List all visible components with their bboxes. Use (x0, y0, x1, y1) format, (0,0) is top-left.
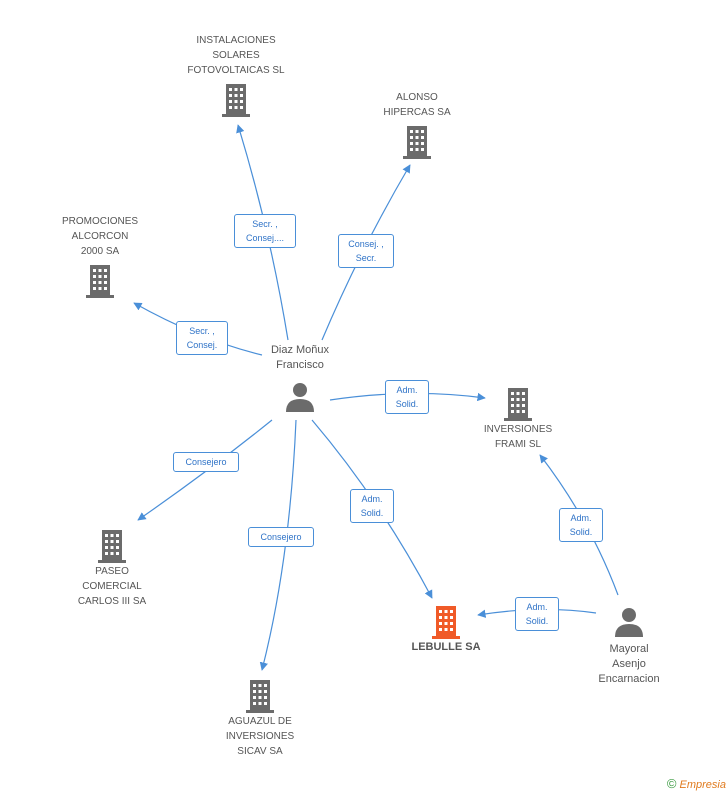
node-label: INVERSIONES FRAMI SL (483, 424, 553, 450)
node-inversiones-frami[interactable]: INVERSIONES FRAMI SL (468, 386, 568, 452)
node-label: PASEO COMERCIAL CARLOS III SA (77, 566, 147, 607)
brand-logo[interactable]: Empresia (679, 779, 726, 791)
node-aguazul-inversiones[interactable]: AGUAZUL DE INVERSIONES SICAV SA (205, 678, 315, 759)
node-lebulle[interactable]: LEBULLE SA (396, 604, 496, 655)
person-icon (615, 608, 643, 637)
person-icon (286, 383, 314, 412)
edge-badge-mayoral-lebulle[interactable]: Adm. Solid. (515, 597, 559, 631)
node-mayoral-asenjo-encarnacion[interactable]: Mayoral Asenjo Encarnacion (580, 606, 678, 687)
edge-badge-diaz-aguazul[interactable]: Consejero (248, 527, 314, 547)
node-label: LEBULLE SA (411, 641, 481, 653)
building-icon (86, 265, 114, 298)
copyright-symbol: © (666, 776, 677, 791)
node-instalaciones-solares[interactable]: INSTALACIONES SOLARES FOTOVOLTAICAS SL (172, 33, 300, 118)
building-icon (504, 388, 532, 421)
building-icon (432, 606, 460, 639)
edge-badge-diaz-paseo[interactable]: Consejero (173, 452, 239, 472)
footer-credit: © Empresia (667, 776, 726, 791)
node-label: PROMOCIONES ALCORCON 2000 SA (61, 216, 139, 257)
building-icon (222, 84, 250, 117)
edge-badge-diaz-frami[interactable]: Adm. Solid. (385, 380, 429, 414)
edge-diaz-aguazul (259, 419, 297, 671)
building-icon (403, 126, 431, 159)
node-paseo-comercial[interactable]: PASEO COMERCIAL CARLOS III SA (62, 528, 162, 609)
building-icon (246, 680, 274, 713)
node-diaz-monux-francisco[interactable]: Diaz Moñux Francisco (250, 343, 350, 413)
node-alonso-hipercas[interactable]: ALONSO HIPERCAS SA (366, 90, 468, 160)
edge-badge-diaz-promociones[interactable]: Secr. , Consej. (176, 321, 228, 355)
edge-badge-diaz-alonso[interactable]: Consej. , Secr. (338, 234, 394, 268)
edge-badge-mayoral-frami[interactable]: Adm. Solid. (559, 508, 603, 542)
edge-badge-diaz-lebulle[interactable]: Adm. Solid. (350, 489, 394, 523)
node-label: INSTALACIONES SOLARES FOTOVOLTAICAS SL (187, 35, 285, 76)
node-label: Mayoral Asenjo Encarnacion (598, 643, 660, 685)
node-label: AGUAZUL DE INVERSIONES SICAV SA (225, 716, 295, 757)
edge-badge-diaz-instalaciones[interactable]: Secr. , Consej.... (234, 214, 296, 248)
node-promociones-alcorcon[interactable]: PROMOCIONES ALCORCON 2000 SA (50, 214, 150, 299)
building-icon (98, 530, 126, 563)
node-label: ALONSO HIPERCAS SA (383, 92, 451, 118)
node-label: Diaz Moñux Francisco (270, 344, 330, 371)
